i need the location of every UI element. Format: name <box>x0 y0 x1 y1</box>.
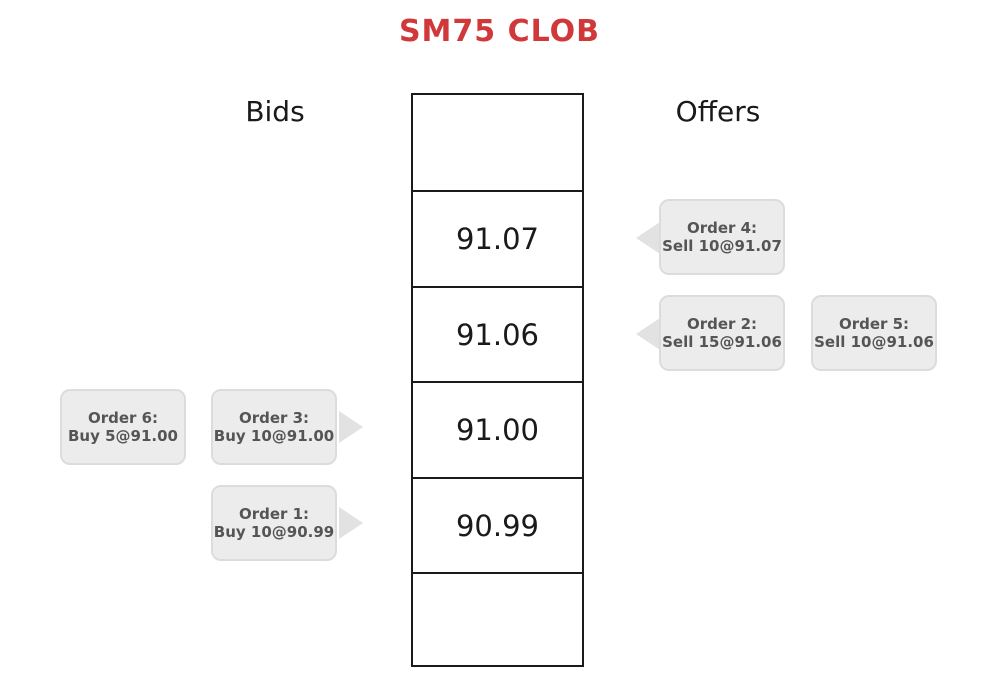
order-4-detail: Sell 10@91.07 <box>662 237 782 255</box>
order-6-bubble: Order 6: Buy 5@91.00 <box>60 389 186 465</box>
order-3-pointer-icon <box>339 411 363 443</box>
price-level-empty-top <box>413 95 582 191</box>
order-1-pointer-icon <box>339 507 363 539</box>
bids-header: Bids <box>245 95 305 128</box>
order-5-bubble: Order 5: Sell 10@91.06 <box>811 295 937 371</box>
price-ladder: 91.07 91.06 91.00 90.99 <box>411 93 584 667</box>
order-1-name: Order 1: <box>238 505 310 523</box>
diagram-title: SM75 CLOB <box>398 14 601 49</box>
price-level-91-07: 91.07 <box>413 190 582 286</box>
price-level-91-00: 91.00 <box>413 381 582 477</box>
order-3-detail: Buy 10@91.00 <box>213 427 335 445</box>
price-level-90-99: 90.99 <box>413 477 582 573</box>
order-1-detail: Buy 10@90.99 <box>213 523 335 541</box>
order-2-name: Order 2: <box>686 315 758 333</box>
order-6-detail: Buy 5@91.00 <box>68 427 178 445</box>
order-2-detail: Sell 15@91.06 <box>662 333 782 351</box>
order-4-pointer-icon <box>636 222 660 254</box>
order-1-bubble: Order 1: Buy 10@90.99 <box>211 485 337 561</box>
order-2-pointer-icon <box>636 318 660 350</box>
order-5-name: Order 5: <box>838 315 910 333</box>
order-4-name: Order 4: <box>686 219 758 237</box>
order-4-bubble: Order 4: Sell 10@91.07 <box>659 199 785 275</box>
price-level-91-06: 91.06 <box>413 286 582 382</box>
order-6-name: Order 6: <box>87 409 159 427</box>
order-3-name: Order 3: <box>238 409 310 427</box>
order-5-detail: Sell 10@91.06 <box>814 333 934 351</box>
offers-header: Offers <box>675 95 761 128</box>
order-3-bubble: Order 3: Buy 10@91.00 <box>211 389 337 465</box>
price-level-empty-bottom <box>413 572 582 668</box>
order-2-bubble: Order 2: Sell 15@91.06 <box>659 295 785 371</box>
